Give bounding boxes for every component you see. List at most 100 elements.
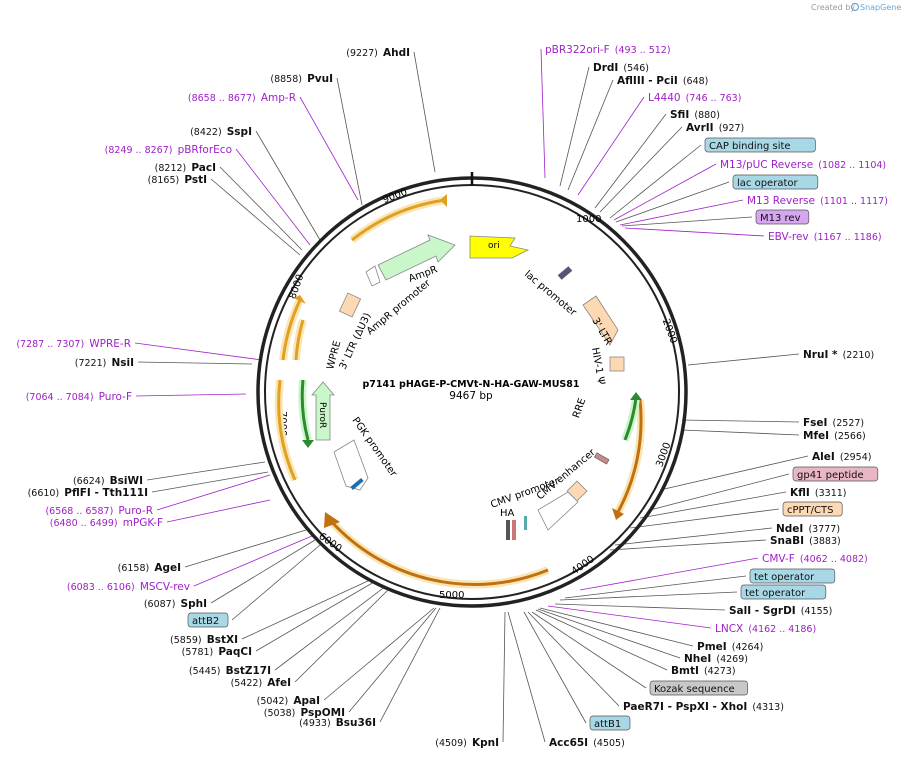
label-pos-41: (4933) bbox=[299, 718, 331, 729]
label-text-20: FseI (2527) bbox=[803, 411, 864, 430]
orange-arc-left1-line bbox=[281, 299, 302, 361]
ltr5-feature bbox=[338, 292, 362, 318]
label-ndei: NdeI (3777) bbox=[776, 523, 840, 535]
label-nsii: (7221) NsiI bbox=[75, 351, 134, 370]
label-pos-54: (6610) bbox=[28, 488, 60, 499]
leader-49 bbox=[210, 539, 316, 604]
label-pos-9: (648) bbox=[683, 76, 709, 87]
leader-39 bbox=[507, 611, 546, 743]
label-mpgk-f: (6480 .. 6499) mPGK-F bbox=[50, 517, 163, 529]
label-paqci: (5781) PaqCI bbox=[182, 646, 252, 658]
leader-41 bbox=[379, 607, 441, 723]
label-name-51: AgeI bbox=[154, 562, 181, 574]
label-text-49: (6087) SphI bbox=[144, 592, 207, 611]
label-text-28: CMV-F (4062 .. 4082) bbox=[762, 547, 868, 566]
orange-arc-left3-line bbox=[277, 379, 297, 481]
leader-36 bbox=[531, 611, 647, 689]
label-m13-puc-reverse: M13/pUC Reverse (1082 .. 1104) bbox=[720, 159, 886, 171]
leader-lines bbox=[134, 48, 809, 743]
leader-30 bbox=[559, 591, 738, 601]
label-pos-22: (2954) bbox=[840, 452, 872, 463]
label-pos-33: (4264) bbox=[732, 642, 764, 653]
label-text-2: (8658 .. 8677) Amp-R bbox=[188, 86, 296, 105]
orange-arc-bottom-line bbox=[328, 518, 549, 586]
label-box-text-25: cPPT/CTS bbox=[787, 505, 833, 516]
label-ahdi: (9227) AhdI bbox=[346, 47, 410, 59]
plasmid-name: p7141 pHAGE-P-CMVt-N-HA-GAW-MUS81 bbox=[363, 379, 580, 390]
leader-43 bbox=[323, 607, 435, 701]
label-pos-8: (546) bbox=[623, 63, 649, 74]
label-text-57: (7221) NsiI bbox=[75, 351, 134, 370]
label-pflfi-tth111i: (6610) PflFI - Tth111I bbox=[28, 487, 148, 499]
label-pmei: PmeI (4264) bbox=[697, 641, 764, 653]
label-pos-56: (7064 .. 7084) bbox=[26, 392, 94, 403]
ampr-feature bbox=[377, 234, 456, 281]
label-pos-21: (2566) bbox=[834, 431, 866, 442]
label-text-32: LNCX (4162 .. 4186) bbox=[715, 617, 816, 636]
label-pos-46: (5781) bbox=[182, 647, 214, 658]
label-cppt-cts: cPPT/CTS bbox=[782, 501, 843, 517]
label-box-25 bbox=[782, 501, 843, 517]
label-name-10: L4440 bbox=[648, 92, 681, 104]
label-box-38 bbox=[589, 715, 631, 731]
label-text-9: AflIII - PciI (648) bbox=[617, 69, 708, 88]
label-name-54: PflFI - Tth111I bbox=[64, 487, 148, 499]
label-puro-f: (7064 .. 7084) Puro-F bbox=[26, 391, 132, 403]
label-name-0: AhdI bbox=[383, 47, 410, 59]
leader-25 bbox=[629, 508, 780, 529]
leader-5 bbox=[219, 166, 303, 251]
label-pos-19: (2210) bbox=[843, 350, 875, 361]
label-text-39: Acc65I (4505) bbox=[549, 731, 625, 750]
orange-arc-top-line bbox=[351, 198, 446, 242]
label-name-42: PspOMI bbox=[300, 707, 345, 719]
leader-2 bbox=[299, 96, 359, 201]
label-box-text-36: Kozak sequence bbox=[654, 684, 735, 695]
label-pos-27: (3883) bbox=[809, 536, 841, 547]
tick-9000: 9000 bbox=[381, 187, 409, 206]
rre-label: RRE bbox=[571, 397, 588, 420]
hiv-feature bbox=[609, 356, 625, 372]
label-box-text-15: lac operator bbox=[737, 178, 798, 189]
cmv-enhancer-feature bbox=[537, 491, 579, 531]
leader-14 bbox=[613, 163, 717, 221]
label-name-20: FseI bbox=[803, 417, 827, 429]
label-name-53: Puro-R bbox=[118, 505, 153, 517]
gp41-marker bbox=[594, 452, 610, 465]
leader-19 bbox=[687, 353, 800, 366]
label-name-31: SalI - SgrDI bbox=[729, 605, 796, 617]
label-name-22: AleI bbox=[812, 451, 835, 463]
leader-21 bbox=[681, 429, 800, 436]
label-pos-51: (6158) bbox=[118, 563, 150, 574]
leader-35 bbox=[535, 609, 668, 671]
orange-arc-left2-line bbox=[294, 319, 305, 361]
label-pos-52: (6480 .. 6499) bbox=[50, 518, 118, 529]
leader-0 bbox=[413, 51, 436, 173]
label-name-33: PmeI bbox=[697, 641, 727, 653]
leader-56 bbox=[135, 393, 247, 397]
ltr5-label: 3' LTR (ΔU3) bbox=[338, 311, 374, 371]
label-pos-50: (6083 .. 6106) bbox=[67, 582, 135, 593]
label-name-32: LNCX bbox=[715, 623, 743, 635]
label-name-47: BstXI bbox=[207, 634, 238, 646]
label-pos-43: (5042) bbox=[257, 696, 289, 707]
label-text-47: (5859) BstXI bbox=[170, 628, 238, 647]
label-cmv-f: CMV-F (4062 .. 4082) bbox=[762, 547, 868, 566]
label-m13-rev: M13 rev bbox=[755, 209, 810, 225]
leader-22 bbox=[659, 455, 809, 491]
label-pos-3: (8422) bbox=[190, 127, 222, 138]
label-pos-32: (4162 .. 4186) bbox=[748, 624, 816, 635]
label-text-19: NruI * (2210) bbox=[803, 343, 874, 362]
label-pos-18: (1167 .. 1186) bbox=[814, 232, 882, 243]
label-pos-5: (8212) bbox=[155, 163, 187, 174]
label-name-4: pBRforEco bbox=[178, 144, 232, 156]
lac-label: lac promoter bbox=[522, 269, 579, 319]
leader-50 bbox=[193, 535, 313, 587]
label-text-6: (8165) PstI bbox=[148, 168, 207, 187]
label-pos-55: (6624) bbox=[73, 476, 105, 487]
label-name-8: DrdI bbox=[593, 62, 618, 74]
label-pvui: (8858) PvuI bbox=[270, 67, 333, 86]
label-text-1: (8858) PvuI bbox=[270, 67, 333, 86]
plasmid-length: 9467 bp bbox=[449, 390, 493, 402]
label-text-8: DrdI (546) bbox=[593, 56, 649, 75]
